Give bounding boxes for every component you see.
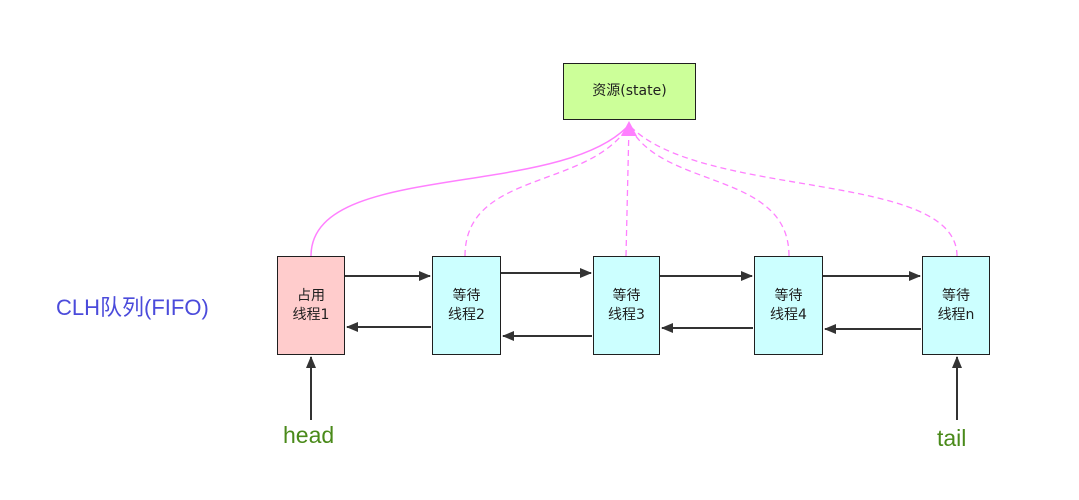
head-label: head — [283, 422, 335, 448]
waiter4-to-resource-link — [628, 124, 790, 257]
node-thread-label: 线程3 — [608, 306, 645, 323]
node-thread-2: 等待 线程2 — [432, 256, 501, 355]
holder-to-resource-link — [310, 124, 630, 257]
node-thread-n: 等待 线程n — [922, 256, 990, 355]
node-status-label: 等待 — [774, 287, 803, 304]
node-thread-3: 等待 线程3 — [593, 256, 660, 355]
node-thread-4: 等待 线程4 — [754, 256, 823, 355]
node-status-label: 等待 — [942, 287, 970, 304]
resource-state-box: 资源(state) — [563, 63, 696, 120]
resource-label: 资源(state) — [592, 83, 667, 99]
waitern-to-resource-link — [628, 124, 958, 257]
tail-label: tail — [937, 425, 967, 451]
node-thread-label: 线程4 — [770, 306, 807, 323]
node-thread-label: 线程2 — [448, 306, 485, 323]
resource-arrowhead — [621, 121, 637, 136]
waiter3-to-resource-link — [625, 124, 630, 257]
node-status-label: 占用 — [296, 287, 325, 304]
node-status-label: 等待 — [612, 287, 641, 304]
node-thread-1: 占用 线程1 — [277, 256, 345, 355]
node-thread-label: 线程n — [937, 306, 975, 323]
node-thread-label: 线程1 — [292, 306, 330, 323]
node-status-label: 等待 — [452, 287, 481, 304]
waiter2-to-resource-link — [464, 124, 630, 257]
queue-title: CLH队列(FIFO) — [56, 295, 209, 320]
